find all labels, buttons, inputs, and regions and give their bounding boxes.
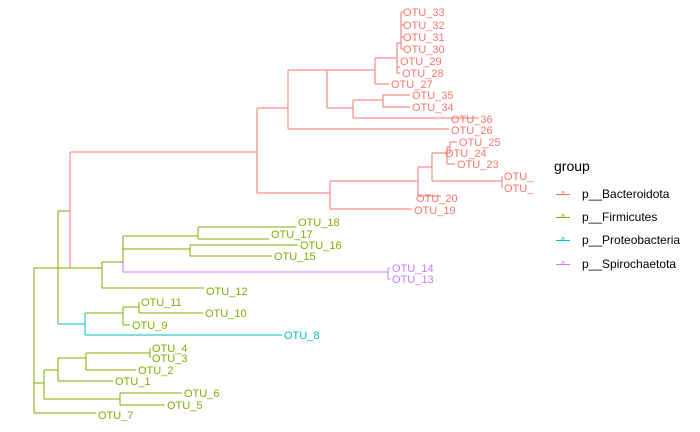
legend-item: a p__Proteobacteria xyxy=(552,229,680,252)
legend-label: p__Proteobacteria xyxy=(582,233,681,248)
tip-label: OTU_17 xyxy=(271,229,313,241)
tip-label: OTU_36 xyxy=(451,114,493,126)
tip-label: OTU_13 xyxy=(392,274,434,286)
legend-label: p__Spirochaetota xyxy=(582,256,677,271)
tip-label: OTU_10 xyxy=(205,308,247,320)
tip-label: OTU_23 xyxy=(457,159,499,171)
legend-item: a p__Spirochaetota xyxy=(552,252,680,275)
tip-label: OTU_28 xyxy=(402,68,444,80)
legend-key: a xyxy=(552,210,574,224)
legend-item: a p__Bacteroidota xyxy=(552,182,680,205)
legend-key: a xyxy=(552,257,574,271)
tip-label: OTU_19 xyxy=(414,205,456,217)
legend-label: p__Firmicutes xyxy=(582,209,658,224)
tip-label: OTU_35 xyxy=(412,90,454,102)
tip-label: OTU_29 xyxy=(400,56,442,68)
legend-key: a xyxy=(552,187,574,201)
tip-label: OTU_4 xyxy=(152,343,187,355)
legend-item: a p__Firmicutes xyxy=(552,205,680,228)
tip-label: OTU_2 xyxy=(138,365,173,377)
tip-label: OTU_30 xyxy=(403,44,445,56)
tip-label: OTU_9 xyxy=(132,320,167,332)
tip-label: OTU_6 xyxy=(184,388,219,400)
tip-label: OTU_16 xyxy=(300,240,342,252)
tip-label: OTU_31 xyxy=(403,32,445,44)
tip-label: OTU_7 xyxy=(98,410,133,422)
tip-label: OTU_18 xyxy=(298,217,340,229)
tip-label: OTU_33 xyxy=(403,7,445,19)
tip-labels: OTU_33OTU_32OTU_31OTU_30OTU_29OTU_28OTU_… xyxy=(98,7,534,422)
legend-label: p__Bacteroidota xyxy=(582,186,670,201)
tip-label: OTU_20 xyxy=(416,193,458,205)
tip-label: OTU_32 xyxy=(403,20,445,32)
tip-label: OTU_27 xyxy=(391,79,433,91)
tip-label: OTU_14 xyxy=(392,263,434,275)
tip-label: OTU_3 xyxy=(152,353,187,365)
tip-label: OTU_26 xyxy=(451,125,493,137)
tip-label: OTU_8 xyxy=(284,330,319,342)
tip-label: OTU_24 xyxy=(445,148,487,160)
tip-label: OTU_11 xyxy=(141,297,182,309)
tip-label: OTU_15 xyxy=(274,251,316,263)
tip-label: OTU_5 xyxy=(167,400,202,412)
tip-label: OTU_ xyxy=(504,183,534,195)
tip-label: OTU_34 xyxy=(412,102,454,114)
tip-label: OTU_25 xyxy=(459,137,501,149)
tip-label: OTU_1 xyxy=(115,376,150,388)
legend-title: group xyxy=(554,158,590,174)
tree-branches xyxy=(33,11,503,414)
tip-label: OTU_12 xyxy=(206,286,248,298)
tip-label: OTU_ xyxy=(504,171,534,183)
legend-key: a xyxy=(552,233,574,247)
